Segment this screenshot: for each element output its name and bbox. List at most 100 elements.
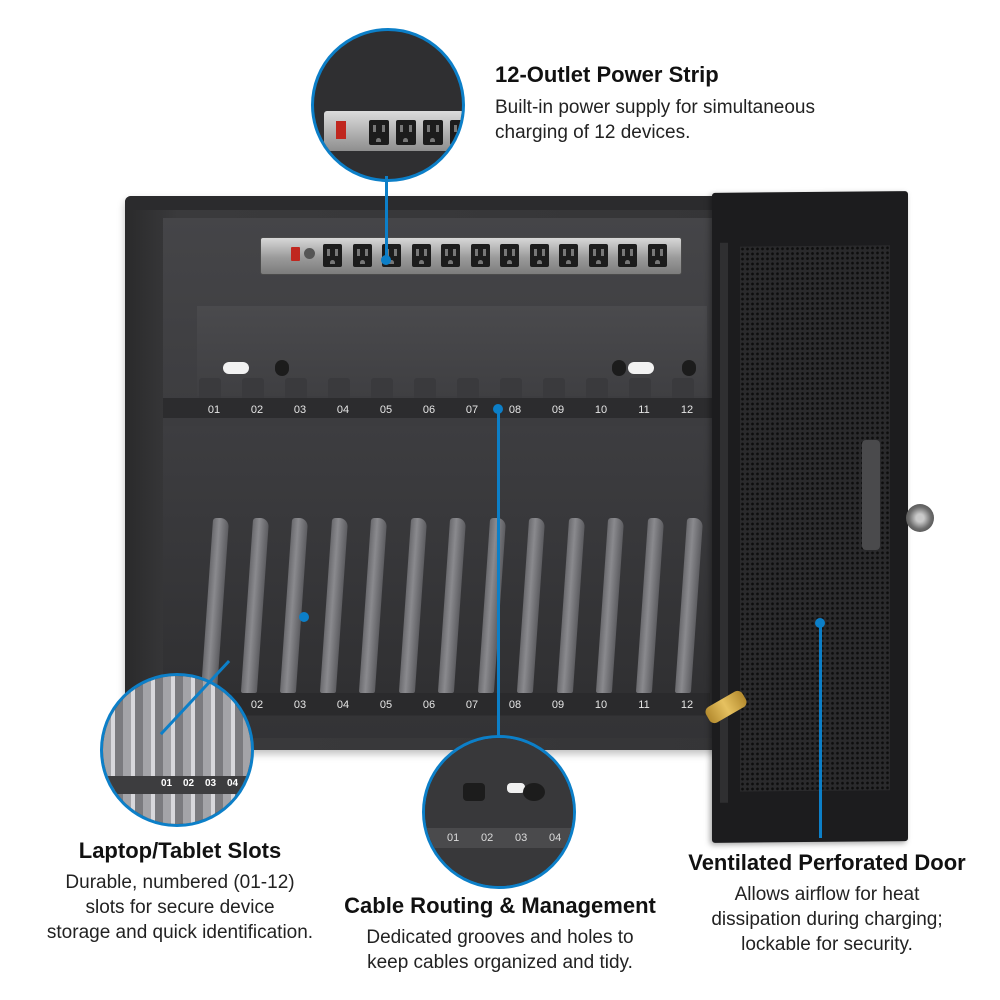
- base-slot-number: 09: [551, 699, 565, 711]
- door-leader: [819, 624, 822, 838]
- cable-title: Cable Routing & Management: [344, 893, 656, 918]
- shelf-slot-number: 08: [508, 404, 522, 416]
- zoomed-groove: [463, 783, 485, 801]
- zoomed-shelf-number: 01: [447, 832, 460, 844]
- zoomed-slot-number: 02: [183, 778, 195, 789]
- outlet-icon: [529, 244, 549, 267]
- base-slot-number: 05: [379, 699, 393, 711]
- zoomed-shelf-number: 03: [515, 832, 528, 844]
- power-strip-title: 12-Outlet Power Strip: [495, 62, 719, 87]
- outlet-icon: [588, 244, 608, 267]
- cable-groove: [199, 378, 221, 398]
- cabinet-top: [125, 196, 780, 210]
- door-desc-2: dissipation during charging;: [711, 909, 943, 930]
- zoomed-slot-number: 04: [227, 778, 239, 789]
- cable-desc-1: Dedicated grooves and holes to: [366, 927, 634, 948]
- base-slot-number: 08: [508, 699, 522, 711]
- zoomed-slot-number: 01: [161, 778, 173, 789]
- power-switch: [291, 247, 300, 261]
- base-slot-number: 10: [594, 699, 608, 711]
- door-leader-dot: [815, 618, 825, 628]
- cable-leader-dot: [493, 404, 503, 414]
- outlet-icon: [396, 120, 416, 145]
- door-title: Ventilated Perforated Door: [688, 850, 966, 875]
- zoomed-slots: [103, 676, 251, 824]
- base-slot-number: 12: [680, 699, 694, 711]
- cable-groove: [328, 378, 350, 398]
- door-desc-1: Allows airflow for heat: [734, 884, 920, 905]
- cable-groove: [672, 378, 694, 398]
- shelf-slot-number: 03: [293, 404, 307, 416]
- zoomed-groove: [507, 783, 525, 793]
- slots-desc-1: Durable, numbered (01-12): [65, 872, 295, 893]
- power-strip-leader-dot: [381, 255, 391, 265]
- cable-groove: [371, 378, 393, 398]
- cable-hole-right: [628, 362, 654, 374]
- outlet-icon: [647, 244, 667, 267]
- shelf-slot-number: 10: [594, 404, 608, 416]
- cable-groove: [285, 378, 307, 398]
- cable-groove: [414, 378, 436, 398]
- outlet-icon: [411, 244, 431, 267]
- zoomed-slot-bar: [103, 776, 251, 794]
- cable-hole-round-right: [612, 360, 626, 376]
- outlet-icon: [352, 244, 372, 267]
- shelf-slot-number: 09: [551, 404, 565, 416]
- base-slot-number: 04: [336, 699, 350, 711]
- slots-desc-2: slots for secure device: [85, 897, 275, 918]
- door-desc-3: lockable for security.: [741, 934, 913, 955]
- base-slot-number: 02: [250, 699, 264, 711]
- cable-hole-round-left: [275, 360, 289, 376]
- cable-groove: [242, 378, 264, 398]
- outlet-icon: [500, 244, 519, 267]
- outlet-icon: [441, 244, 460, 267]
- zoomed-slot-number: 03: [205, 778, 217, 789]
- power-strip: [260, 237, 682, 275]
- outlet-icon: [323, 244, 342, 267]
- outlet-icon: [470, 244, 490, 267]
- cable-hole-left: [223, 362, 249, 374]
- base-slot-number: 11: [638, 699, 650, 711]
- power-strip-leader: [385, 176, 388, 258]
- power-strip-desc-1: Built-in power supply for simultaneous: [495, 97, 815, 118]
- cable-leader: [497, 410, 500, 736]
- cable-hole-round-far-right: [682, 360, 696, 376]
- cable-groove: [500, 378, 522, 398]
- power-strip-desc-2: charging of 12 devices.: [495, 122, 691, 143]
- zoomed-switch: [336, 121, 346, 139]
- zoomed-shelf-number: 02: [481, 832, 494, 844]
- slots-title: Laptop/Tablet Slots: [78, 838, 282, 863]
- zoomed-panel: [425, 738, 573, 886]
- outlet-icon: [559, 244, 578, 267]
- outlet-icon: [369, 120, 389, 145]
- slots-leader-dot: [299, 612, 309, 622]
- shelf-slot-number: 04: [336, 404, 350, 416]
- zoomed-groove: [523, 783, 545, 801]
- circuit-breaker: [304, 248, 315, 259]
- zoomed-power-strip: [324, 111, 462, 151]
- outlet-icon: [618, 244, 637, 267]
- slot-base: 02 03 04 05 06 07 08 09 10 11 12: [210, 693, 710, 715]
- shelf-slot-number: 11: [638, 404, 650, 416]
- base-slot-number: 07: [465, 699, 479, 711]
- cable-groove: [629, 378, 651, 398]
- base-slot-number: 03: [293, 699, 307, 711]
- shelf-slot-number: 05: [379, 404, 393, 416]
- cable-groove: [457, 378, 479, 398]
- back-panel: [197, 306, 707, 396]
- power-strip-zoom: [311, 28, 465, 182]
- cable-groove: [586, 378, 608, 398]
- slots-desc-3: storage and quick identification.: [46, 922, 314, 943]
- shelf-slot-number: 06: [422, 404, 436, 416]
- shelf-slot-number: 07: [465, 404, 479, 416]
- cable-desc-2: keep cables organized and tidy.: [367, 952, 633, 973]
- zoomed-shelf-bar: [425, 828, 573, 848]
- door-latch: [862, 440, 880, 550]
- base-slot-number: 06: [422, 699, 436, 711]
- door-lock-icon: [906, 504, 934, 532]
- shelf-slot-number: 12: [680, 404, 694, 416]
